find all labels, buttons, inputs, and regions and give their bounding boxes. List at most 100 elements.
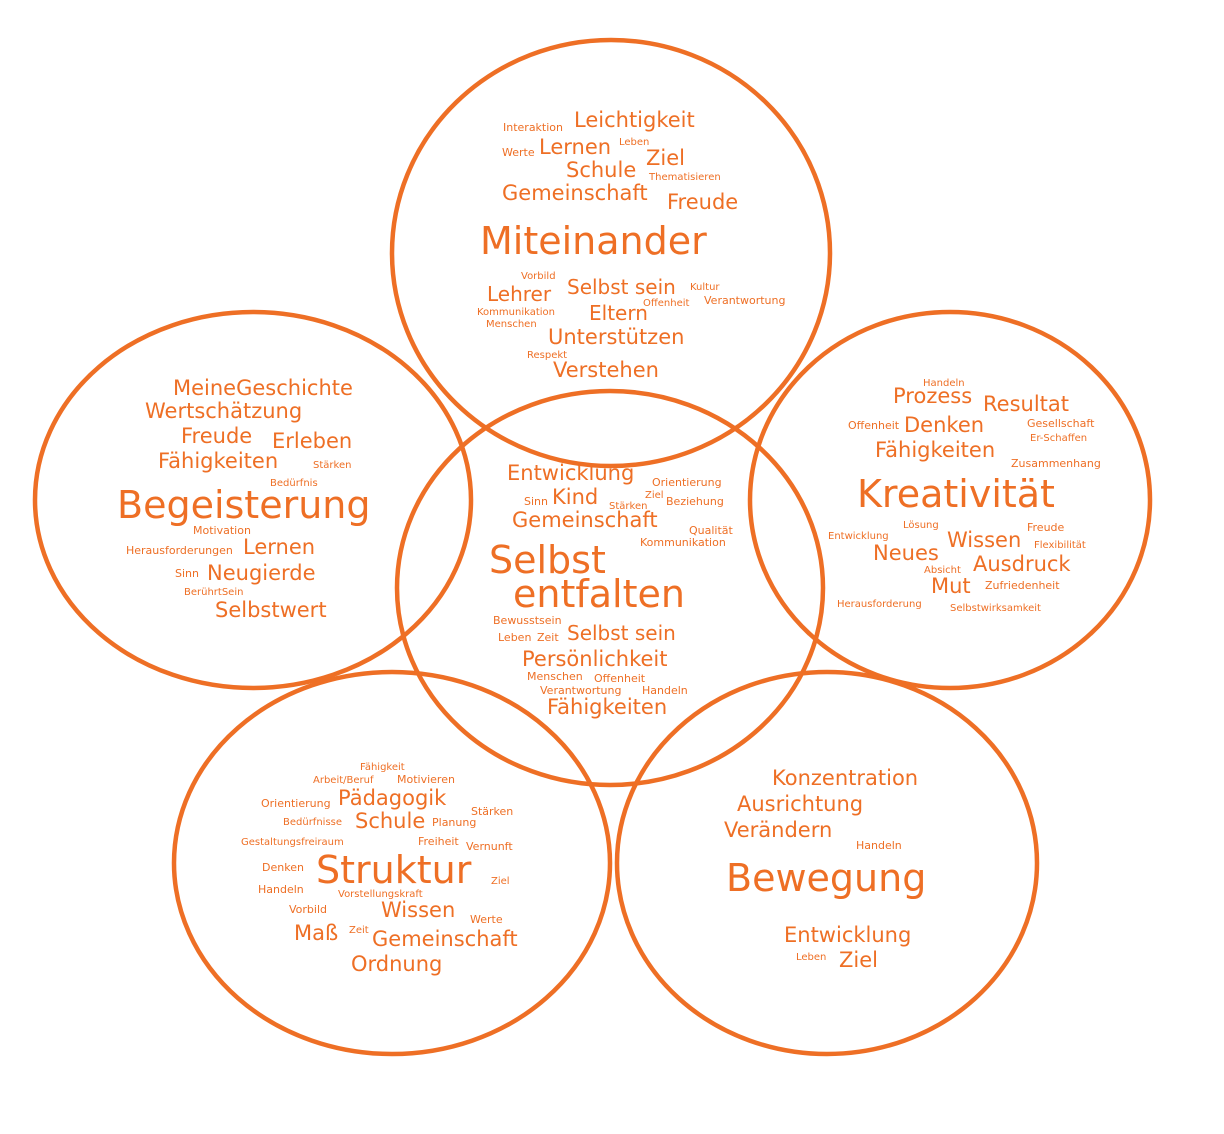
- word: Zufriedenheit: [985, 579, 1060, 592]
- word: Denken: [262, 861, 304, 874]
- word: Handeln: [923, 378, 965, 389]
- word: Herausforderungen: [126, 544, 233, 557]
- word: Vorbild: [289, 903, 327, 916]
- word: Zeit: [537, 631, 559, 644]
- word: Vernunft: [466, 840, 513, 853]
- word: Verändern: [724, 818, 832, 842]
- word: Resultat: [983, 392, 1069, 416]
- word: Herausforderung: [837, 599, 922, 610]
- word: Verantwortung: [704, 294, 785, 307]
- word: Prozess: [893, 384, 972, 408]
- word: Motivieren: [397, 773, 455, 786]
- word: Motivation: [193, 524, 251, 537]
- circle-title: Struktur: [316, 848, 472, 892]
- word: Gemeinschaft: [512, 508, 658, 532]
- word: Handeln: [258, 883, 304, 896]
- word: Er-Schaffen: [1030, 433, 1087, 444]
- word: Eltern: [589, 301, 648, 325]
- word: Werte: [470, 913, 503, 926]
- word: Vorstellungskraft: [338, 889, 423, 900]
- word: Ausrichtung: [737, 792, 863, 816]
- word: Handeln: [642, 684, 688, 697]
- word: Pädagogik: [338, 786, 447, 810]
- word: Ziel: [645, 490, 664, 501]
- word: Unterstützen: [548, 325, 684, 349]
- word: Schule: [355, 809, 425, 833]
- circle-selbst-entfalten: [394, 388, 826, 788]
- circle-kreativitaet: [747, 309, 1153, 691]
- word: Ziel: [839, 948, 878, 972]
- word: Stärken: [609, 501, 647, 512]
- word: Zeit: [349, 925, 369, 936]
- word: Neugierde: [207, 561, 316, 585]
- word: Flexibilität: [1034, 540, 1086, 551]
- word: Fähigkeiten: [875, 438, 995, 462]
- word: Stärken: [313, 460, 351, 471]
- word: Interaktion: [503, 121, 563, 134]
- word: Vorbild: [521, 271, 556, 282]
- word: Mut: [931, 574, 971, 598]
- word: Kultur: [690, 282, 720, 293]
- circle-struktur: [171, 669, 613, 1057]
- word: Selbst sein: [567, 621, 676, 645]
- word: Menschen: [527, 670, 583, 683]
- circle-title: Bewegung: [726, 856, 926, 900]
- word: Bedürfnis: [270, 478, 318, 489]
- word: Offenheit: [643, 298, 690, 309]
- word: Verantwortung: [540, 684, 621, 697]
- word: Schule: [566, 158, 636, 182]
- cluster-struktur: Fähigkeit Arbeit/Beruf Motivieren Orient…: [241, 762, 518, 976]
- circle-title-line2: entfalten: [513, 572, 685, 616]
- word: Leben: [498, 631, 531, 644]
- cluster-begeisterung: MeineGeschichte Wertschätzung Freude Erl…: [117, 376, 371, 622]
- word: Selbstwirksamkeit: [950, 603, 1041, 614]
- word: Freude: [1027, 521, 1065, 534]
- word: Kind: [552, 485, 598, 509]
- word: Wissen: [947, 528, 1021, 552]
- word: Planung: [432, 816, 476, 829]
- word: Lernen: [243, 535, 315, 559]
- word: Freude: [667, 190, 738, 214]
- circle-bewegung: [614, 669, 1040, 1057]
- word: Ausdruck: [973, 552, 1071, 576]
- cluster-miteinander: Interaktion Leichtigkeit Leben Werte Ler…: [477, 108, 785, 382]
- cluster-kreativitaet: Handeln Prozess Resultat Offenheit Denke…: [828, 378, 1101, 614]
- word: Maß: [294, 921, 338, 945]
- word: Gesellschaft: [1027, 417, 1095, 430]
- word: Gestaltungsfreiraum: [241, 837, 344, 848]
- word: Arbeit/Beruf: [313, 775, 374, 786]
- word: Freiheit: [418, 835, 459, 848]
- word: Sinn: [524, 495, 548, 508]
- word: Kommunikation: [640, 536, 726, 549]
- word: BerührtSein: [184, 587, 243, 598]
- word: Sinn: [175, 567, 199, 580]
- word: Wertschätzung: [145, 399, 302, 423]
- word: Offenheit: [594, 672, 646, 685]
- word: Bewusstsein: [493, 614, 562, 627]
- word: Werte: [502, 146, 535, 159]
- word: Lernen: [539, 135, 611, 159]
- word: Denken: [904, 413, 984, 437]
- word: Handeln: [856, 839, 902, 852]
- circle-title-line1: Selbst: [489, 538, 606, 582]
- word: Entwicklung: [507, 461, 634, 485]
- word: Leichtigkeit: [574, 108, 695, 132]
- word: Menschen: [486, 319, 537, 330]
- word: Respekt: [527, 350, 567, 361]
- cluster-bewegung: Konzentration Ausrichtung Verändern Hand…: [724, 766, 926, 972]
- cluster-selbst-entfalten: Entwicklung Orientierung Ziel Sinn Kind …: [489, 461, 734, 719]
- word: Lösung: [903, 520, 939, 531]
- circle-title: Kreativität: [857, 472, 1055, 516]
- word: Neues: [873, 541, 939, 565]
- word: Verstehen: [553, 358, 659, 382]
- word: Ordnung: [351, 952, 442, 976]
- word: Ziel: [491, 876, 510, 887]
- word: Lehrer: [487, 282, 552, 306]
- word: Persönlichkeit: [522, 647, 668, 671]
- circle-begeisterung: [32, 309, 474, 691]
- word: Beziehung: [666, 495, 724, 508]
- word: Orientierung: [652, 476, 722, 489]
- word: Orientierung: [261, 797, 331, 810]
- word: Qualität: [689, 524, 734, 537]
